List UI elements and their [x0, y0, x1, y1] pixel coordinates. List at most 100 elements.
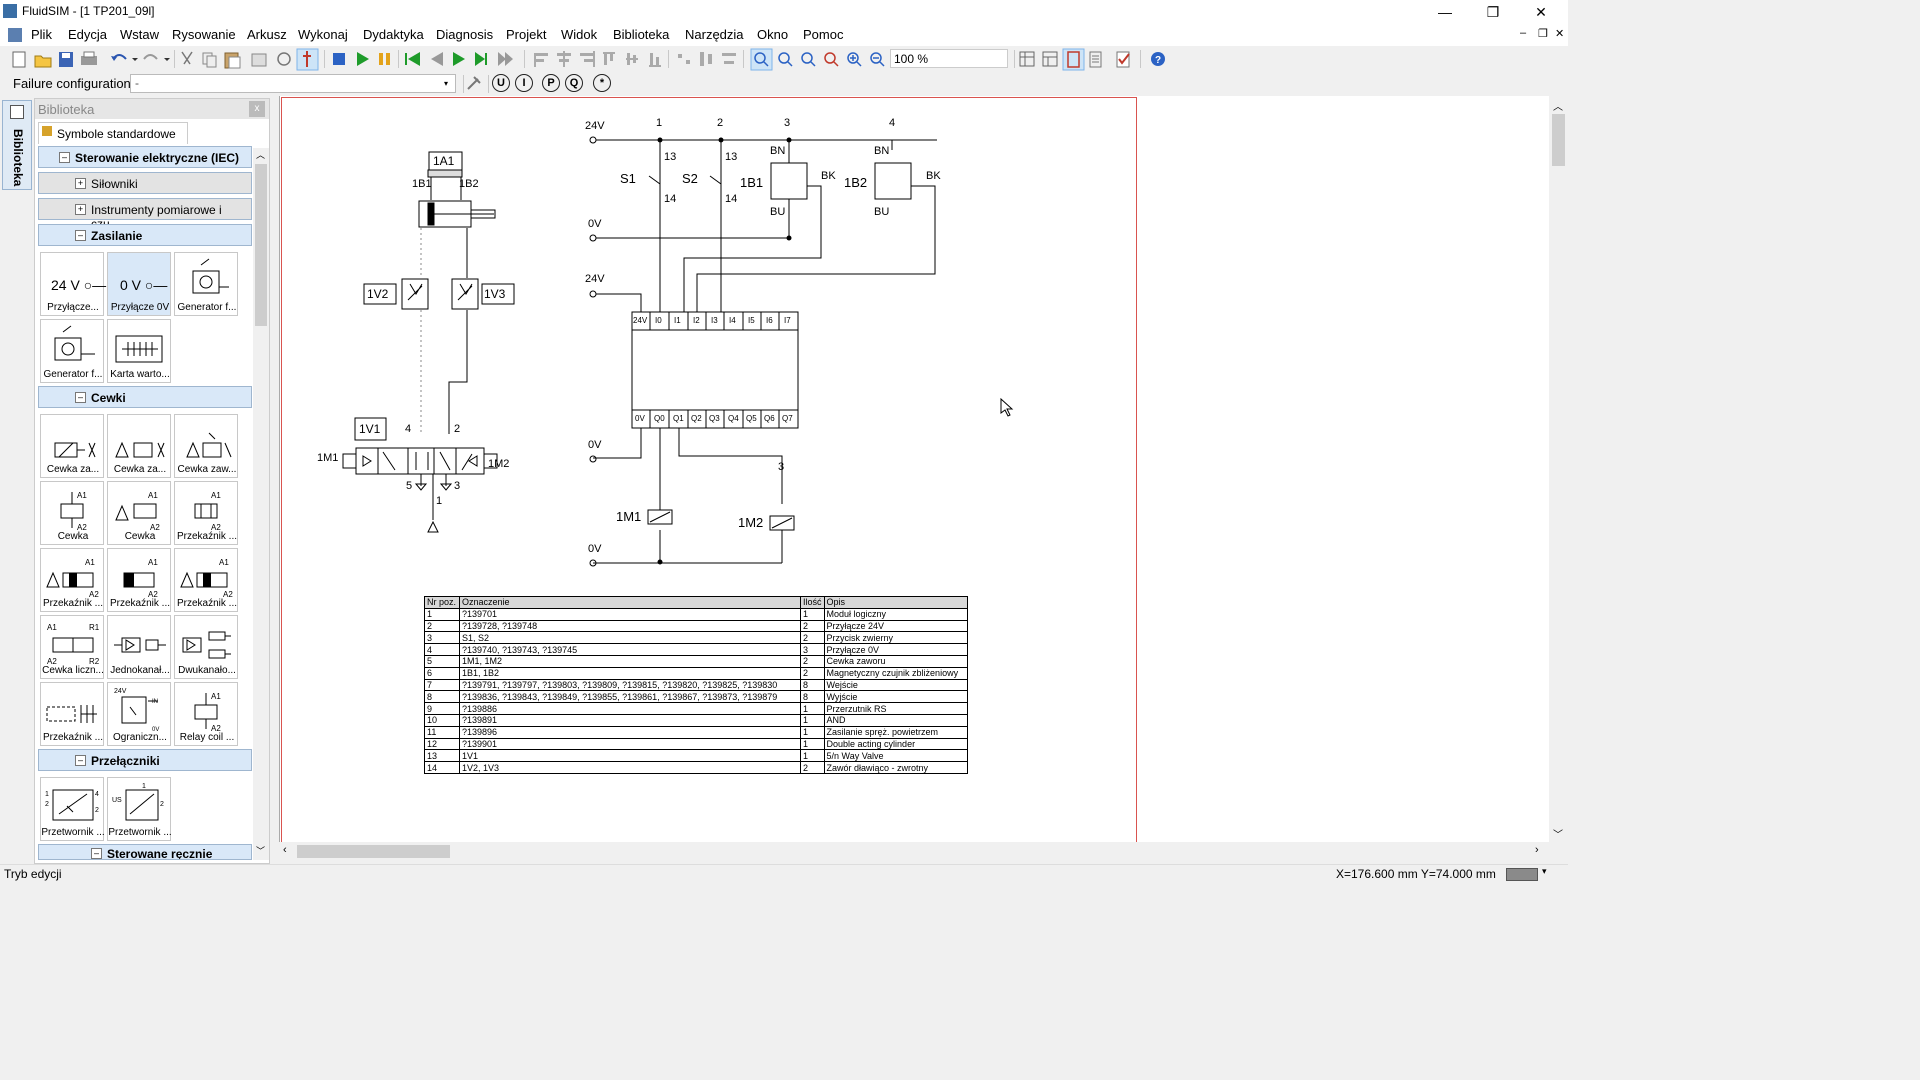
category-przelaczniki[interactable]: – Przełączniki: [38, 749, 252, 771]
menu-projekt[interactable]: Projekt: [506, 27, 547, 42]
menu-pomoc[interactable]: Pomoc: [803, 27, 844, 42]
tile-label: Przekaźnik ...: [176, 531, 238, 542]
menu-narzedzia[interactable]: Narzędzia: [685, 27, 744, 42]
failure-u-button[interactable]: U: [492, 74, 510, 92]
sensor-1b2-label: 1B2: [459, 178, 479, 190]
scroll-right-icon[interactable]: ›: [1535, 844, 1539, 856]
tile-karta-wartosci[interactable]: Karta warto...: [107, 319, 171, 383]
menu-edycja[interactable]: Edycja: [68, 27, 108, 42]
menu-plik[interactable]: Plik: [31, 27, 52, 42]
tile-jednokanalowy[interactable]: Jednokanał...: [107, 615, 171, 679]
menu-rysowanie[interactable]: Rysowanie: [172, 27, 236, 42]
scroll-down-icon[interactable]: ﹀: [256, 846, 266, 856]
maximize-button[interactable]: ❐: [1486, 4, 1500, 20]
category-zasilanie[interactable]: – Zasilanie: [38, 224, 252, 246]
pin-label: Q5: [746, 414, 757, 423]
pin-label: Q7: [782, 414, 793, 423]
tile-label: Dwukanało...: [178, 665, 236, 676]
tile-cewka-zaworu-2[interactable]: Cewka za...: [107, 414, 171, 478]
failure-p-button[interactable]: P: [542, 74, 560, 92]
sensor-1b2-label: 1B2: [844, 175, 868, 190]
mdi-restore-icon[interactable]: ❐: [1538, 28, 1548, 40]
tile-generator-2[interactable]: Generator f...: [40, 319, 104, 383]
mdi-minimize-icon[interactable]: –: [1520, 27, 1527, 39]
collapse-icon[interactable]: –: [91, 848, 102, 859]
tile-cewka-zaworu-3[interactable]: Cewka zaw...: [174, 414, 238, 478]
tile-przekaznik-5[interactable]: Przekaźnik ...: [40, 682, 104, 746]
table-cell: 2: [424, 619, 460, 633]
collapse-icon[interactable]: –: [75, 230, 86, 241]
menu-diagnosis[interactable]: Diagnosis: [436, 27, 494, 42]
collapse-icon[interactable]: –: [59, 152, 70, 163]
horizontal-scrollbar[interactable]: ‹ ›: [279, 842, 1549, 861]
tile-cewka-zaworu-1[interactable]: Cewka za...: [40, 414, 104, 478]
coil-1m1-label: 1M1: [616, 509, 642, 524]
menu-okno[interactable]: Okno: [757, 27, 789, 42]
document-icon[interactable]: [8, 28, 22, 42]
failure-config-combobox[interactable]: -: [130, 74, 456, 93]
table-cell: 10: [424, 713, 460, 727]
menu-wykonaj[interactable]: Wykonaj: [298, 27, 348, 42]
expand-icon[interactable]: +: [75, 204, 86, 215]
vertical-scrollbar[interactable]: ︿ ﹀: [1549, 96, 1568, 842]
library-side-tab[interactable]: Biblioteka: [2, 100, 32, 190]
scroll-thumb[interactable]: [297, 845, 450, 858]
tile-generator-1[interactable]: Generator f...: [174, 252, 238, 316]
zoom-combobox[interactable]: 100 %: [890, 49, 1008, 68]
library-scrollbar[interactable]: ︿ ﹀: [253, 148, 269, 860]
scroll-up-icon[interactable]: ︿: [256, 150, 266, 160]
svg-text:?: ?: [1155, 55, 1161, 66]
tile-dwukanalowy[interactable]: Dwukanało...: [174, 615, 238, 679]
category-silowniki[interactable]: + Siłowniki: [38, 172, 252, 194]
menu-wstaw[interactable]: Wstaw: [120, 27, 159, 42]
pin-label: I7: [784, 316, 791, 325]
library-close-icon[interactable]: x: [249, 101, 265, 117]
menu-biblioteka[interactable]: Biblioteka: [613, 27, 670, 42]
tile-label: Przekaźnik ...: [42, 598, 104, 609]
chevron-down-icon[interactable]: ▾: [1542, 866, 1547, 876]
collapse-icon[interactable]: –: [75, 392, 86, 403]
minimize-button[interactable]: —: [1438, 4, 1452, 20]
category-sterowanie-elektryczne[interactable]: – Sterowanie elektryczne (IEC): [38, 146, 252, 168]
menu-arkusz[interactable]: Arkusz: [247, 27, 287, 42]
tile-przylacze-24v[interactable]: 24 V ○— Przyłącze...: [40, 252, 106, 316]
menu-widok[interactable]: Widok: [561, 27, 598, 42]
svg-text:A1: A1: [148, 491, 158, 500]
library-tab[interactable]: Symbole standardowe: [38, 122, 188, 144]
scroll-down-icon[interactable]: ﹀: [1553, 830, 1563, 841]
category-cewki[interactable]: – Cewki: [38, 386, 252, 408]
failure-q-button[interactable]: Q: [565, 74, 583, 92]
mdi-close-icon[interactable]: ✕: [1555, 28, 1565, 40]
category-sterowane-recznie[interactable]: – Sterowane ręcznie: [38, 844, 252, 860]
failure-i-button[interactable]: I: [515, 74, 533, 92]
fast-forward-icon: [498, 52, 513, 66]
chevron-down-icon[interactable]: ▾: [444, 79, 449, 88]
menu-dydaktyka[interactable]: Dydaktyka: [363, 27, 424, 42]
close-button[interactable]: ✕: [1535, 4, 1547, 20]
wire-bu: BU: [874, 206, 890, 218]
expand-icon[interactable]: +: [75, 178, 86, 189]
failure-star-button[interactable]: *: [593, 74, 611, 92]
scroll-thumb[interactable]: [255, 164, 267, 326]
scroll-left-icon[interactable]: ‹: [283, 844, 287, 856]
library-tab-label: Symbole standardowe: [57, 127, 176, 141]
tile-przylacze-0v[interactable]: 0 V ○— Przyłącze 0V: [107, 252, 171, 316]
collapse-icon[interactable]: –: [75, 755, 86, 766]
scroll-up-icon[interactable]: ︿: [1553, 102, 1563, 113]
tile-label: Przekaźnik ...: [42, 732, 104, 743]
scroll-thumb[interactable]: [1552, 114, 1565, 166]
